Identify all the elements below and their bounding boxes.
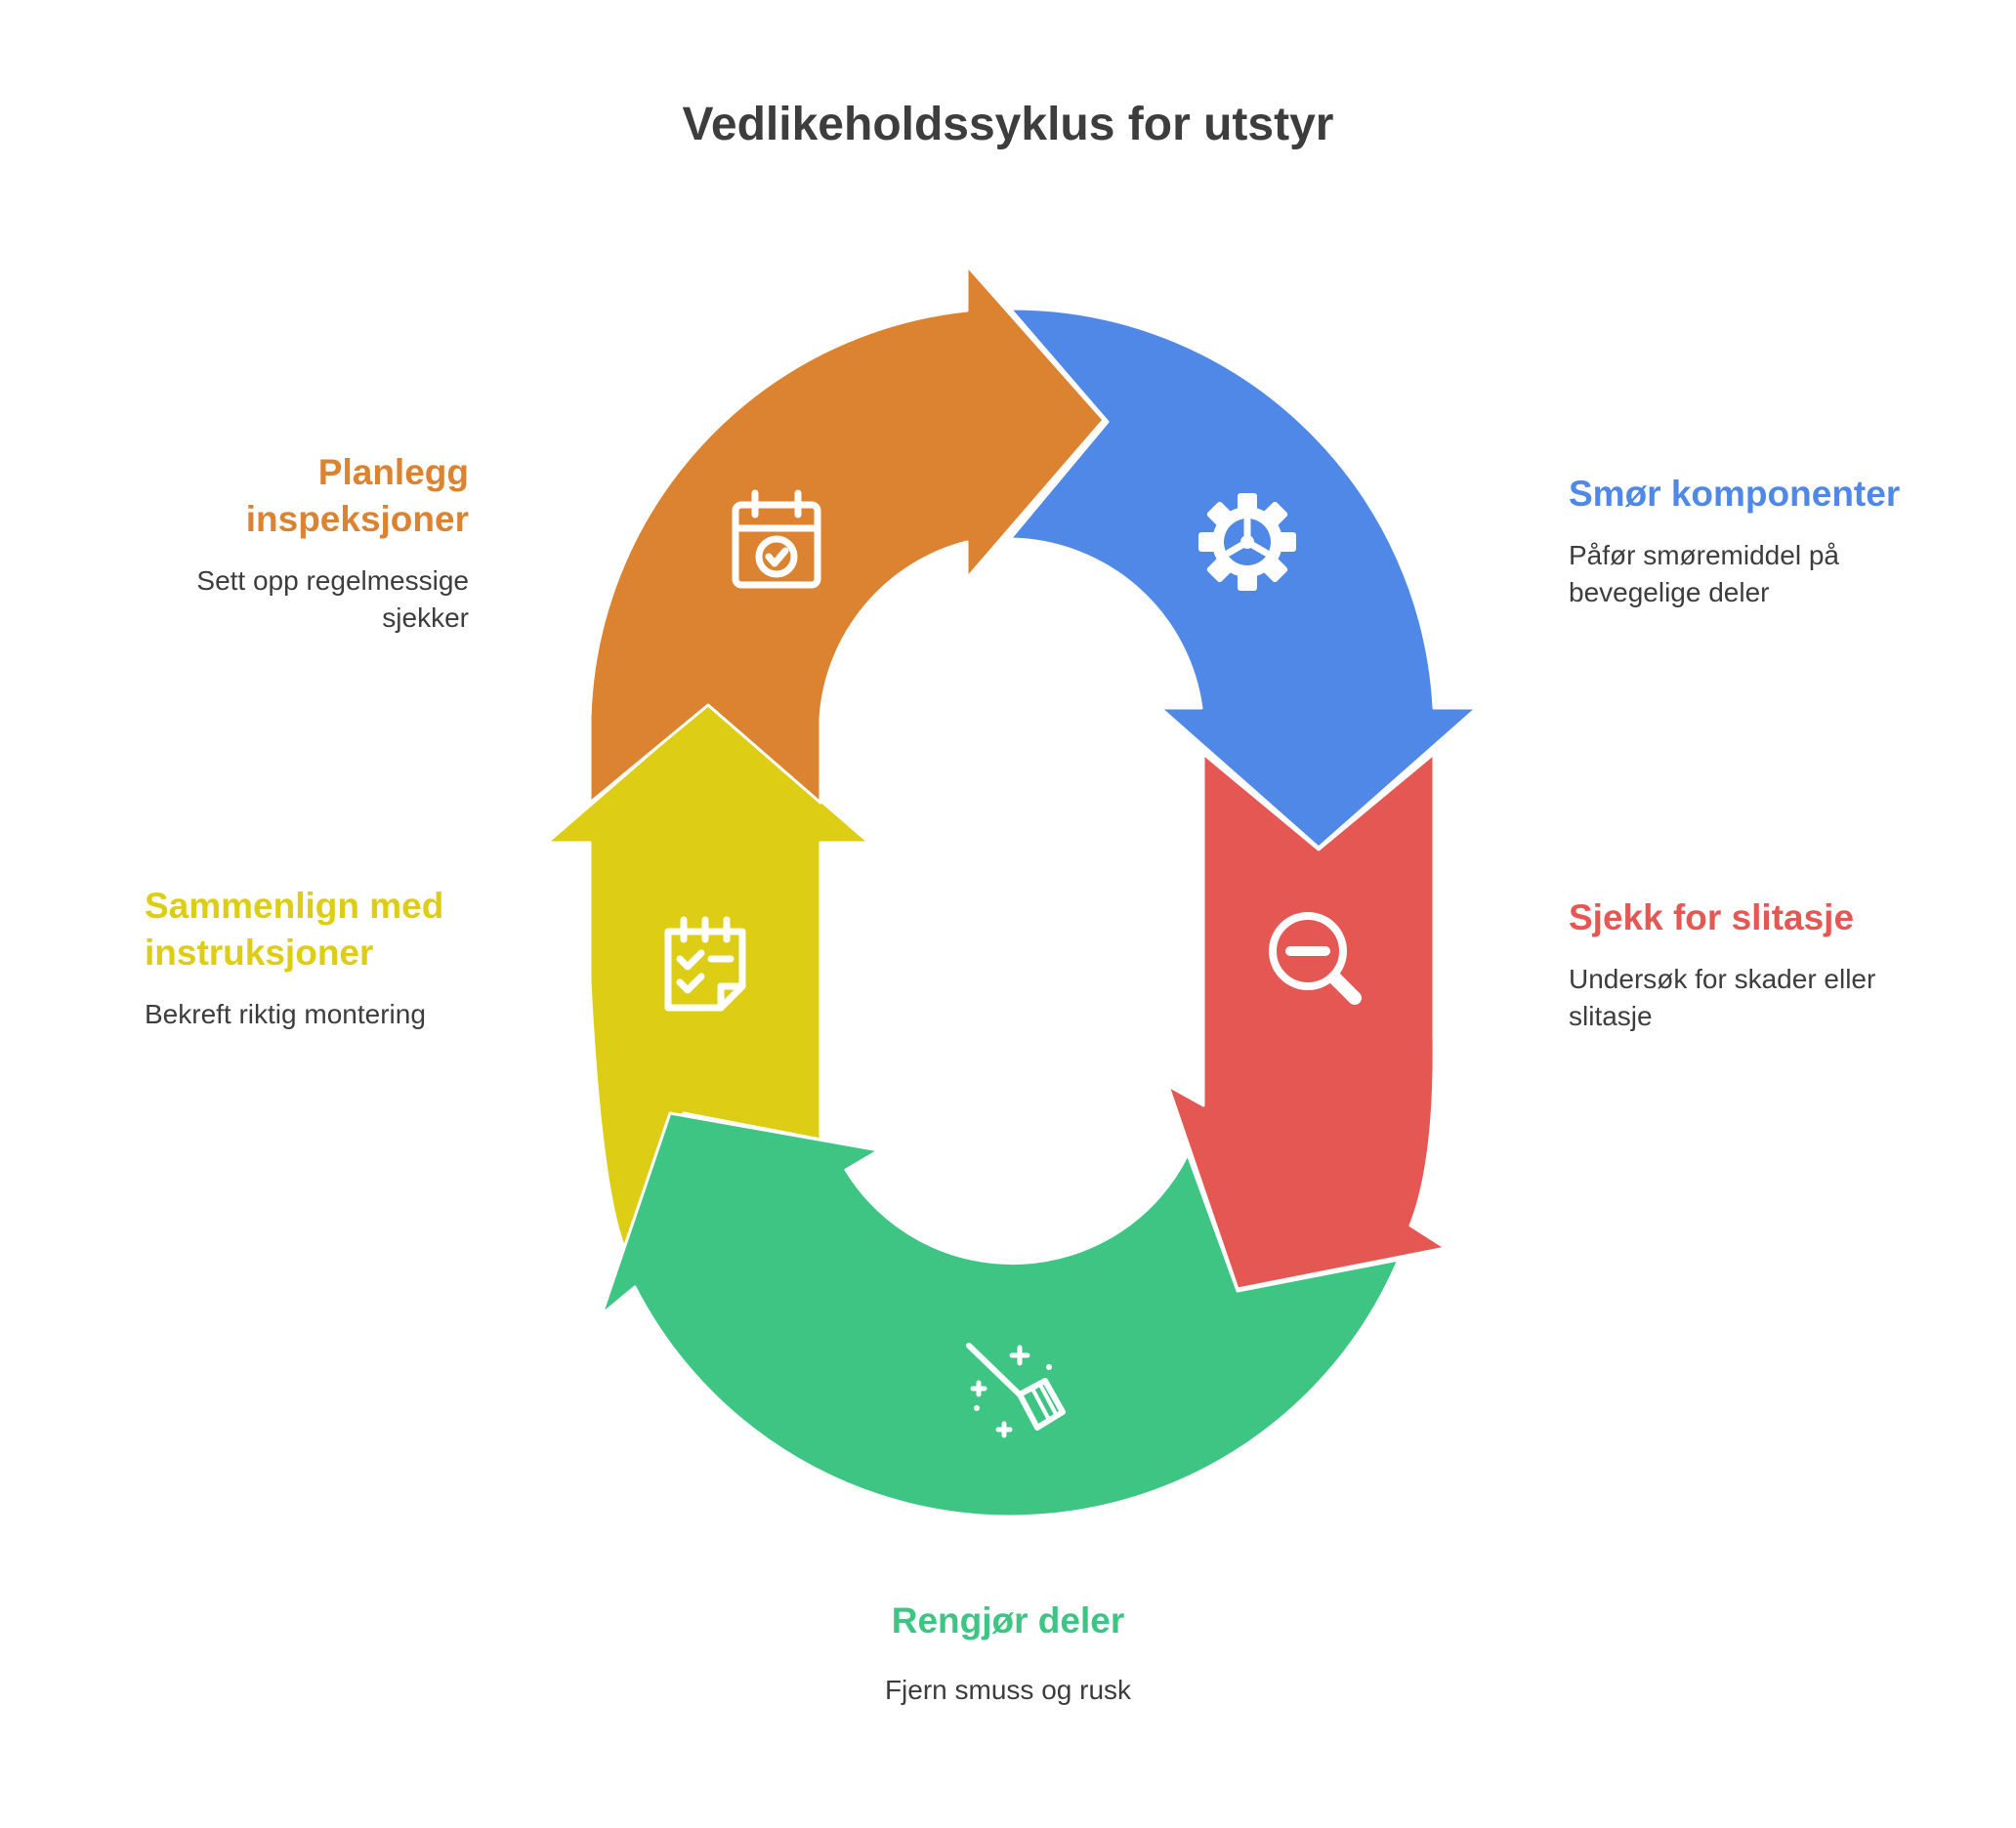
step-desc-wear: Undersøk for skader eller slitasje [1569, 964, 1876, 1031]
step-desc-lube: Påfør smøremiddel på bevegelige deler [1569, 540, 1839, 607]
arrow-compare [545, 701, 871, 1252]
broom-icon [966, 1343, 1066, 1438]
step-title-plan: Planlegg inspeksjoner [245, 452, 469, 540]
step-label-plan: Planlegg inspeksjoner Sett opp regelmess… [137, 449, 469, 637]
zoom-out-icon [1269, 912, 1362, 1005]
arrow-wear [1166, 752, 1448, 1291]
step-label-wear: Sjekk for slitasje Undersøk for skader e… [1569, 894, 1950, 1035]
calendar-check-icon [732, 489, 821, 589]
page-title: Vedlikeholdssyklus for utstyr [682, 99, 1334, 150]
step-desc-clean: Fjern smuss og rusk [884, 1675, 1132, 1706]
step-title-clean: Rengjør deler [891, 1600, 1125, 1641]
step-label-clean: Rengjør deler Fjern smuss og rusk [764, 1598, 1252, 1709]
checklist-icon [664, 916, 746, 1012]
step-title-lube: Smør komponenter [1569, 474, 1901, 514]
step-label-lube: Smør komponenter Påfør smøremiddel på be… [1569, 471, 1950, 611]
step-desc-plan: Sett opp regelmessige sjekker [196, 565, 469, 633]
step-label-compare: Sammenlign med instruksjoner Bekreft rik… [145, 883, 477, 1033]
arrow-clean [600, 1111, 1401, 1518]
step-title-wear: Sjekk for slitasje [1569, 897, 1855, 937]
step-title-compare: Sammenlign med instruksjoner [145, 886, 444, 974]
step-desc-compare: Bekreft riktig montering [145, 999, 426, 1030]
gear-icon [1198, 493, 1296, 591]
arrow-plan [588, 264, 1106, 805]
